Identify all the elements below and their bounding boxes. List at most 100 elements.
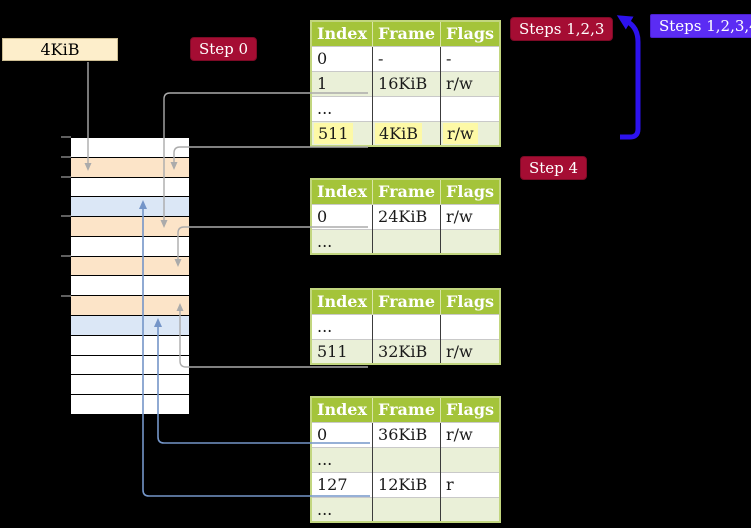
column-header: Index <box>311 179 373 204</box>
step-0-badge: Step 0 <box>190 37 258 61</box>
table-cell: 0 <box>311 45 373 71</box>
physical-memory-column <box>70 137 190 415</box>
column-header: Frame <box>372 21 441 46</box>
column-header: Flags <box>440 179 501 204</box>
arrow-recursive-loop <box>616 15 641 140</box>
table-cell: r <box>440 471 501 497</box>
table-cell <box>440 95 501 121</box>
arrow-entry511-to-4kib <box>170 146 368 170</box>
table-cell: 0 <box>311 203 373 229</box>
column-header: Index <box>311 397 373 422</box>
memory-row-orange <box>71 216 189 236</box>
table-cell <box>372 228 441 254</box>
table-row: ... <box>311 228 501 254</box>
table-cell: 24KiB <box>372 203 441 229</box>
table-row: 511 4KiB r/w <box>311 120 501 146</box>
column-header: Index <box>311 289 373 314</box>
steps-1-2-3-badge: Steps 1,2,3 <box>510 17 614 41</box>
table-cell: 511 <box>311 338 373 364</box>
memory-tick <box>61 294 71 297</box>
table-cell: ... <box>311 313 373 339</box>
memory-row-blue <box>71 315 189 335</box>
memory-row-white <box>71 374 189 395</box>
column-header: Flags <box>440 397 501 422</box>
memory-tick <box>61 215 71 218</box>
table-cell: - <box>372 45 441 71</box>
memory-tick <box>61 136 71 138</box>
memory-tick <box>61 175 71 178</box>
memory-row-white <box>71 334 189 355</box>
column-header: Flags <box>440 21 501 46</box>
memory-row-white <box>71 275 189 296</box>
highlighted-value: 4KiB <box>375 122 423 144</box>
memory-tick <box>61 255 71 258</box>
table-cell <box>372 313 441 339</box>
table-cell <box>440 446 501 472</box>
table-cell: r/w <box>440 70 501 96</box>
table-cell <box>440 496 501 522</box>
table-cell: 4KiB <box>372 120 441 146</box>
table-cell <box>372 95 441 121</box>
table-cell: ... <box>311 496 373 522</box>
table-cell: 511 <box>311 120 373 146</box>
memory-row-orange <box>71 156 189 177</box>
table-cell: 127 <box>311 471 373 497</box>
memory-tick <box>61 155 71 158</box>
memory-row-white <box>71 176 189 197</box>
table-row: ... <box>311 446 501 472</box>
table-cell: 36KiB <box>372 421 441 447</box>
memory-row-white <box>71 138 189 157</box>
table-cell: 1 <box>311 70 373 96</box>
table-cell: r/w <box>440 421 501 447</box>
column-header: Frame <box>372 289 441 314</box>
table-row: ... <box>311 496 501 522</box>
highlighted-value: r/w <box>443 122 478 144</box>
memory-row-orange <box>71 295 189 316</box>
column-header: Frame <box>372 179 441 204</box>
table-cell: r/w <box>440 120 501 146</box>
column-header: Index <box>311 21 373 46</box>
table-row: 0-- <box>311 45 501 71</box>
column-header: Frame <box>372 397 441 422</box>
table-cell: 16KiB <box>372 70 441 96</box>
memory-row-blue <box>71 196 189 217</box>
table-cell: r/w <box>440 338 501 364</box>
table-cell <box>440 313 501 339</box>
table-cell: ... <box>311 95 373 121</box>
highlighted-value: 511 <box>314 122 353 144</box>
table-cell <box>372 496 441 522</box>
table-cell: ... <box>311 446 373 472</box>
table-cell: ... <box>311 228 373 254</box>
memory-row-white <box>71 394 189 414</box>
memory-row-white <box>71 235 189 256</box>
step-4-badge: Step 4 <box>520 156 588 180</box>
table-row: ... <box>311 313 501 339</box>
memory-row-white <box>71 354 189 375</box>
steps-1-2-3-4-badge: Steps 1,2,3,4 <box>650 14 751 38</box>
table-cell <box>440 228 501 254</box>
table-cell: - <box>440 45 501 71</box>
memory-row-orange <box>71 255 189 276</box>
table-cell: 32KiB <box>372 338 441 364</box>
table-row: ... <box>311 95 501 121</box>
table-cell <box>372 446 441 472</box>
table-cell: 12KiB <box>372 471 441 497</box>
